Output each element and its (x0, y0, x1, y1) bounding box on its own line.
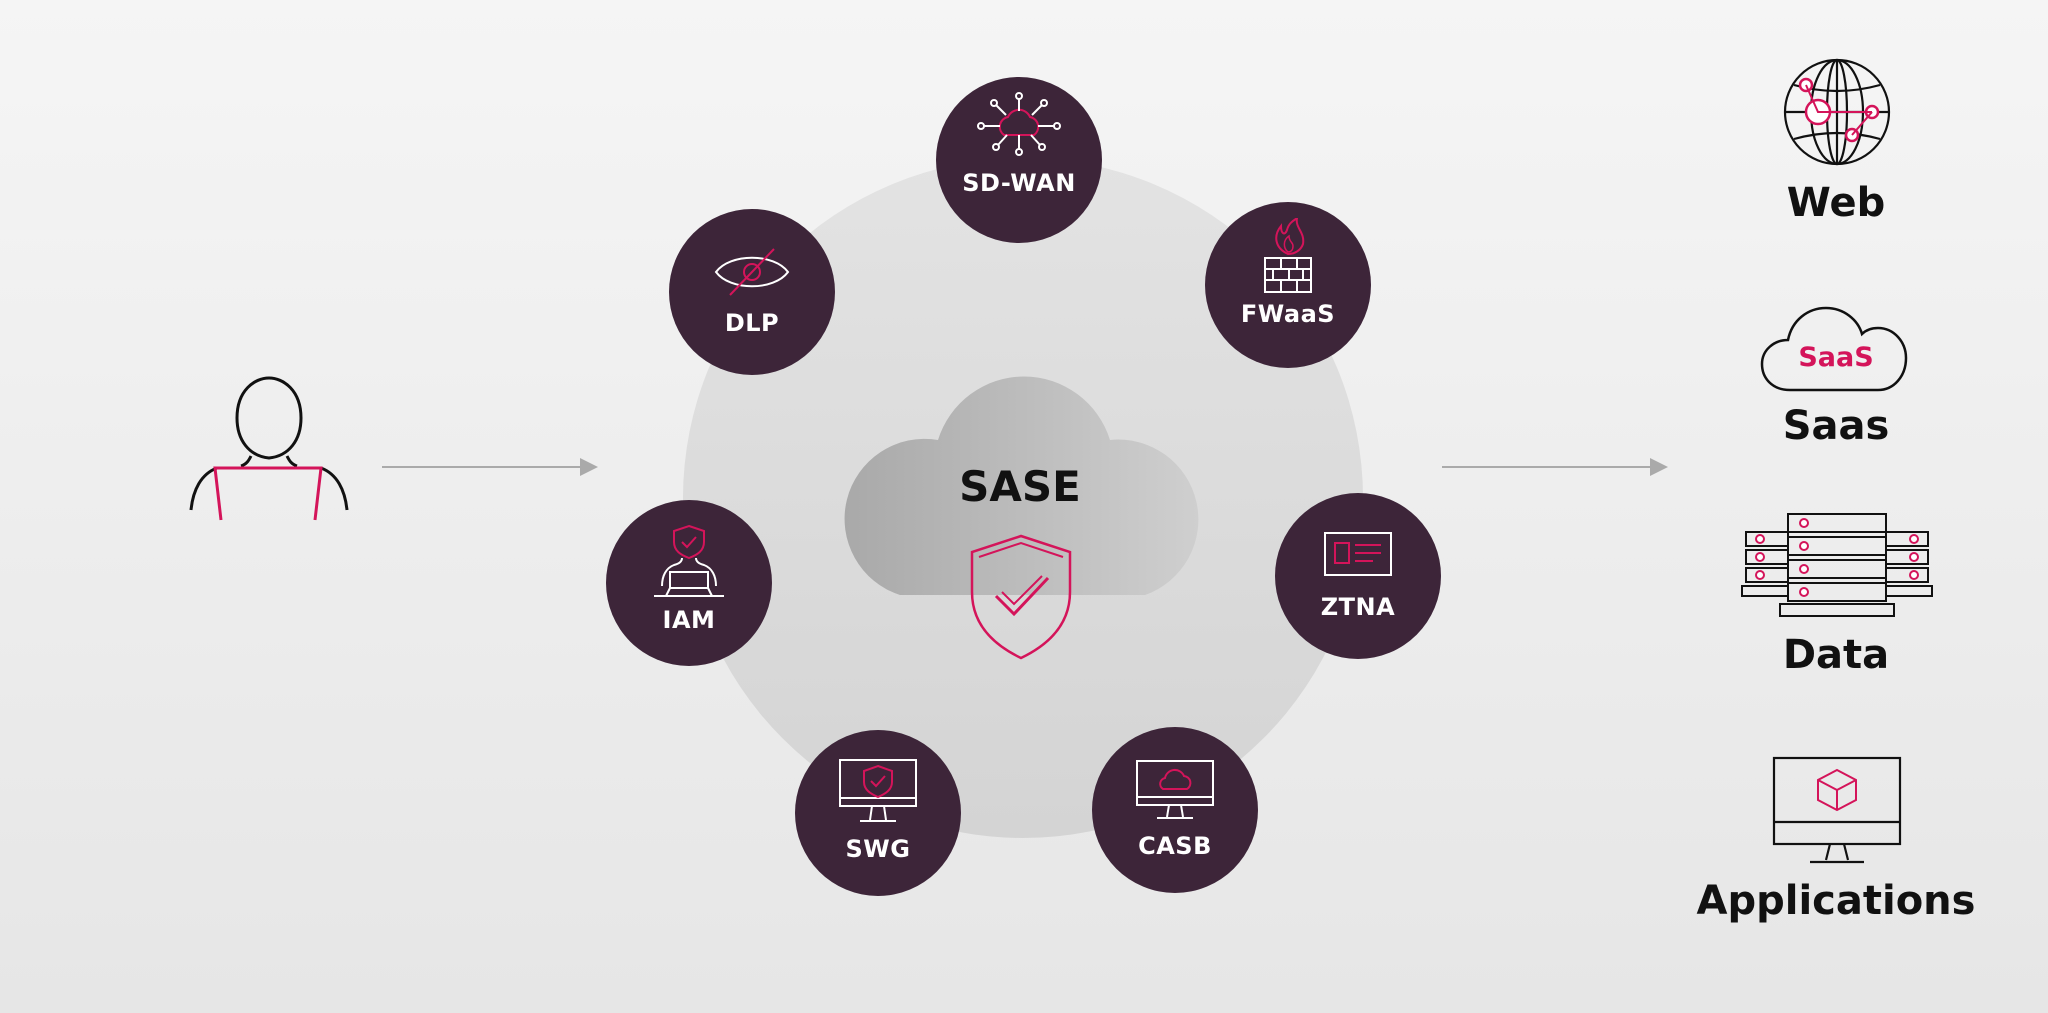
id-card-icon (1324, 532, 1392, 576)
node-label-casb: CASB (1138, 832, 1212, 860)
node-label-dlp: DLP (724, 309, 780, 337)
eye-slash-icon (714, 248, 790, 296)
server-rack-icon (1741, 513, 1933, 617)
user-shield-icon (654, 524, 724, 597)
resource-label-web: Web (1786, 180, 1886, 226)
monitor-cube-icon (1772, 756, 1902, 864)
node-label-ztna: ZTNA (1320, 593, 1396, 621)
node-label-swg: SWG (845, 835, 911, 863)
shield-monitor-icon (839, 759, 917, 822)
node-fwaas[interactable]: FWaaS (1205, 202, 1371, 368)
resource-label-applications: Applications (1696, 878, 1976, 924)
node-casb[interactable]: CASB (1092, 727, 1258, 893)
arrow-sase-to-resources (1442, 458, 1668, 476)
firewall-icon (1264, 218, 1312, 293)
node-dlp[interactable]: DLP (669, 209, 835, 375)
node-sd-wan[interactable]: SD-WAN (936, 77, 1102, 243)
node-label-sd-wan: SD-WAN (962, 169, 1076, 197)
saas-cloud-text: SaaS (1798, 342, 1874, 373)
resource-label-data: Data (1782, 632, 1890, 678)
sase-title: SASE (959, 462, 1081, 511)
node-label-fwaas: FWaaS (1240, 300, 1336, 328)
globe-icon (1783, 58, 1891, 166)
node-ztna[interactable]: ZTNA (1275, 493, 1441, 659)
shield-check-icon (970, 534, 1072, 660)
cloud-network-icon (977, 92, 1061, 156)
node-label-iam: IAM (662, 606, 716, 634)
user-laptop-icon (189, 376, 349, 521)
cloud-monitor-icon (1136, 760, 1214, 819)
node-iam[interactable]: IAM (606, 500, 772, 666)
resource-label-saas: Saas (1782, 403, 1890, 449)
arrow-user-to-sase (382, 458, 598, 476)
saas-cloud-icon (1760, 306, 1908, 392)
node-swg[interactable]: SWG (795, 730, 961, 896)
cloud-icon (844, 376, 1199, 595)
